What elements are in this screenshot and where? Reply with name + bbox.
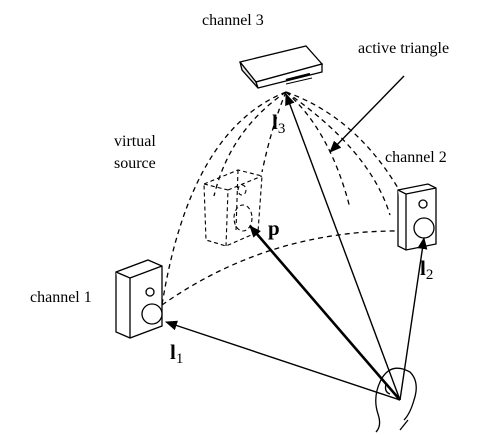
label-l1-sub: 1 [175, 351, 184, 367]
label-l2-base: l [420, 256, 426, 280]
arc-inner-2 [261, 91, 287, 173]
label-l2-sub: 2 [425, 267, 434, 283]
loudspeaker-icon [115, 259, 163, 339]
dashed-arcs [161, 91, 431, 306]
label-l3-sub: 3 [277, 121, 286, 137]
listener-head-icon [375, 367, 417, 433]
arc-ch3-to-ch2 [285, 91, 411, 211]
loudspeaker-icon [238, 45, 324, 89]
vectors [165, 75, 428, 401]
arc-ch3-to-ch1 [161, 91, 287, 306]
arc-inner-1 [213, 91, 287, 197]
label-active-triangle: active triangle [358, 40, 450, 57]
label-channel-3: channel 3 [202, 12, 264, 29]
arc-ch1-to-ch2 [161, 230, 431, 306]
label-l3-base: l [272, 110, 278, 134]
virtual-speaker-icon [203, 169, 263, 247]
label-l3: l3 [272, 110, 285, 137]
label-l1-base: l [170, 340, 176, 364]
vector-l3 [285, 93, 401, 401]
arc-inner-3 [285, 91, 351, 209]
label-l1: l1 [170, 340, 183, 367]
vector-l1 [165, 320, 401, 401]
label-p: p [268, 216, 280, 240]
label-virtual-source: virtual source [114, 131, 156, 174]
label-virtual-source-line1: virtual [114, 133, 156, 150]
loudspeaker-icon [397, 183, 437, 251]
label-channel-1: channel 1 [30, 289, 92, 306]
label-channel-2: channel 2 [385, 149, 447, 166]
arc-inner-4 [285, 91, 391, 216]
vector-p [249, 225, 401, 401]
label-virtual-source-line2: source [114, 154, 156, 172]
vector-l2 [399, 237, 428, 401]
label-l2: l2 [420, 256, 433, 283]
active-triangle-pointer [329, 75, 405, 153]
